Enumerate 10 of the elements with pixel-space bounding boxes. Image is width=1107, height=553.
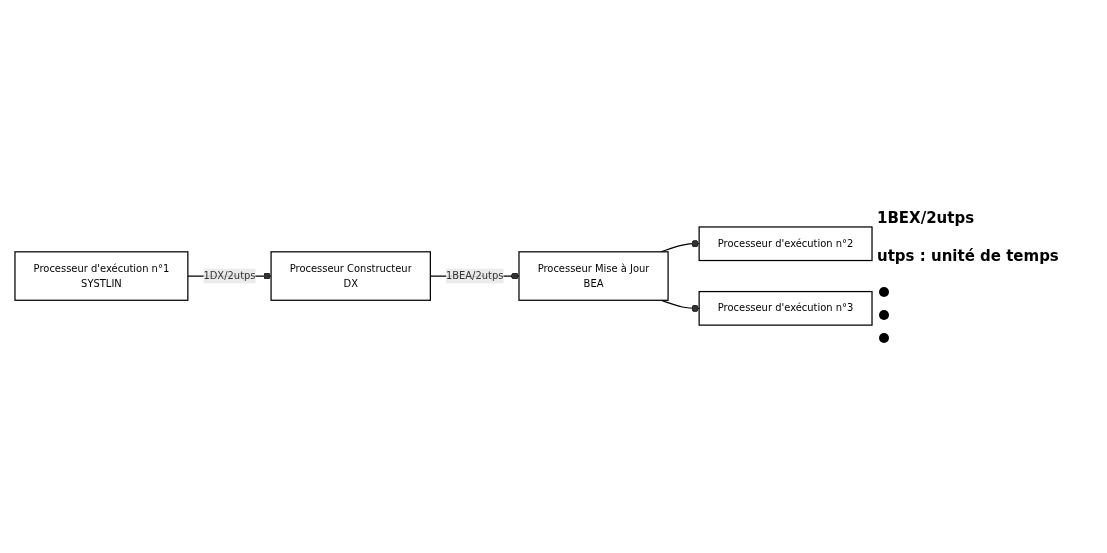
note-text: 1BEX/2utps [877, 208, 976, 227]
note-text: utps : unité de temps [877, 246, 1060, 265]
node-box: Processeur d'exécution n°2 [698, 226, 873, 262]
node-box: Processeur Constructeur DX [270, 251, 431, 302]
edge-label: 1DX/2utps [203, 270, 256, 283]
node-box: Processeur d'exécution n°1 SYSTLIN [14, 251, 189, 302]
node-box: Processeur d'exécution n°3 [698, 291, 873, 327]
edge-label: 1BEA/2utps [445, 270, 504, 283]
node-box: Processeur Mise à Jour BEA [518, 251, 669, 302]
connector [660, 240, 700, 253]
